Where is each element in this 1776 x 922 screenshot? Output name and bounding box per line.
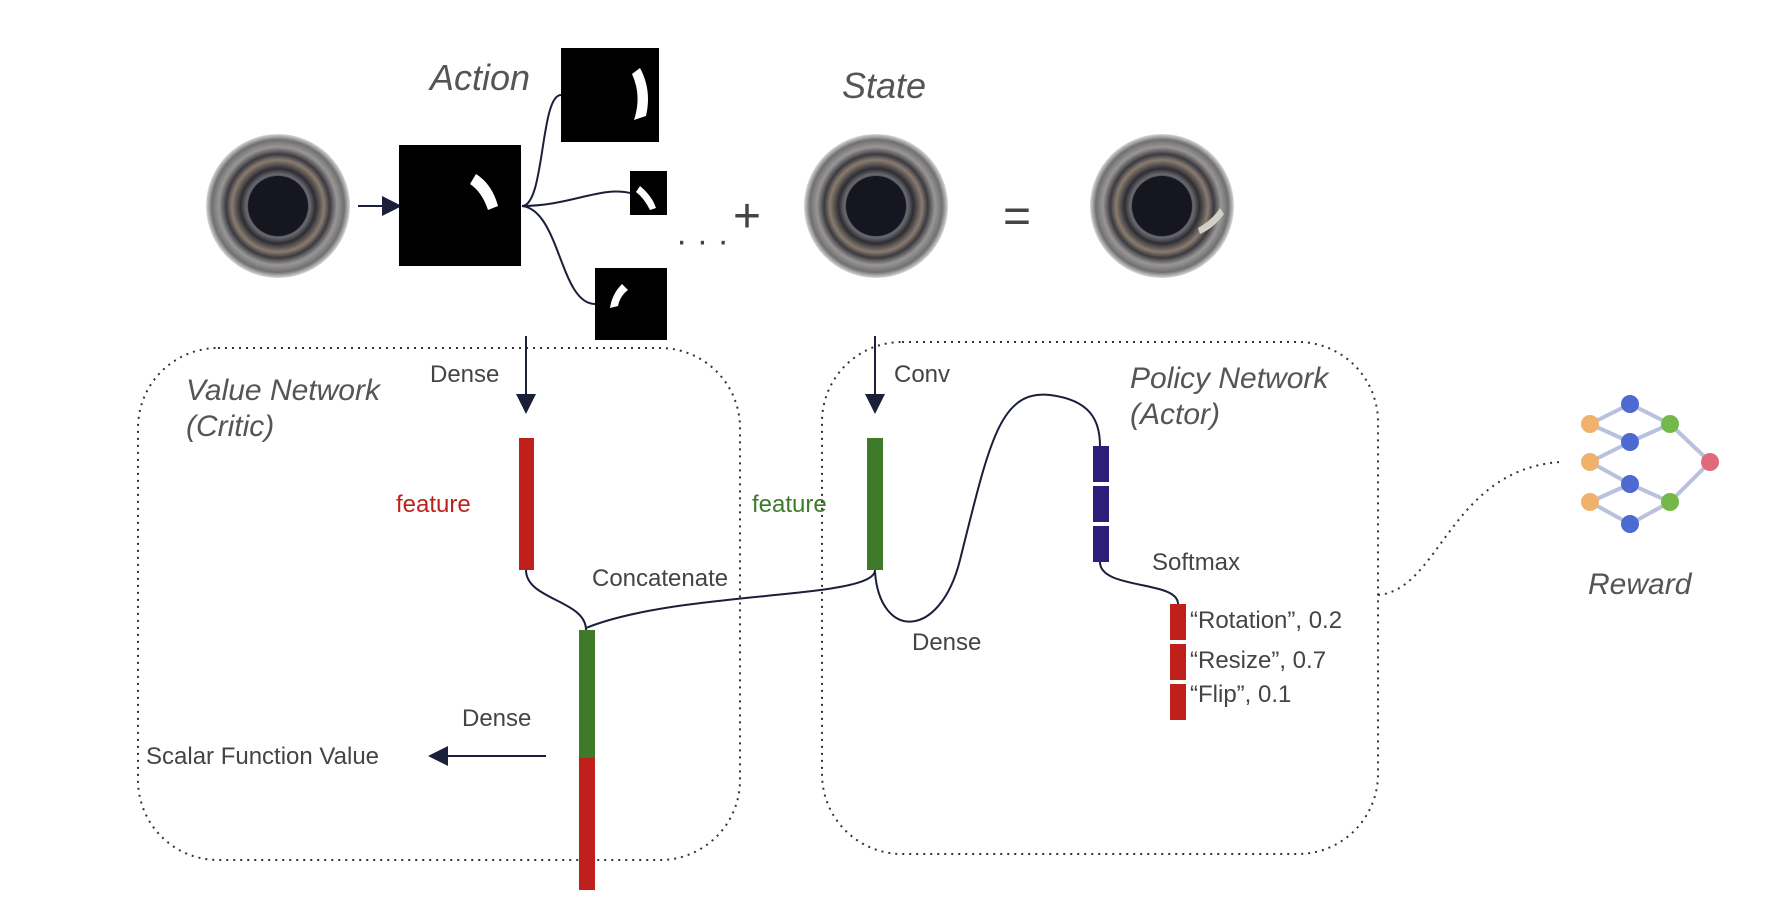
binary-mask-icon xyxy=(630,171,667,215)
output-label-rotation: “Rotation”, 0.2 xyxy=(1190,607,1342,634)
reward-label: Reward xyxy=(1588,568,1693,601)
output-bar-flip xyxy=(1170,684,1186,720)
policy-output-probabilities: “Rotation”, 0.2 “Resize”, 0.7 “Flip”, 0.… xyxy=(1170,604,1342,720)
state-feature-bar xyxy=(867,438,883,570)
output-bar-resize xyxy=(1170,644,1186,680)
plus-sign: + xyxy=(733,190,761,243)
main-defect-mask xyxy=(399,145,521,266)
binary-mask-icon xyxy=(399,145,521,266)
policy-dense-curve xyxy=(874,393,1101,623)
binary-mask-icon xyxy=(595,268,667,340)
softmax-line xyxy=(1099,561,1179,605)
conv-label: Conv xyxy=(894,361,950,388)
equals-sign: = xyxy=(1003,190,1031,243)
reward-connector xyxy=(1377,461,1561,596)
value-network-subtitle: (Critic) xyxy=(186,410,274,443)
scalar-function-value-label: Scalar Function Value xyxy=(146,743,379,770)
concat-vector-red xyxy=(579,758,595,890)
branch-line-flipped xyxy=(521,205,596,305)
mask-variant-small xyxy=(630,171,667,215)
state-bottle-image xyxy=(804,134,948,278)
input-bottle-image xyxy=(206,134,350,278)
ellipsis: · · · xyxy=(676,222,729,260)
value-network-box xyxy=(137,347,741,861)
action-title: Action xyxy=(428,57,530,98)
policy-hidden-layer xyxy=(1093,446,1109,562)
state-title: State xyxy=(842,65,926,106)
state-feature-label: feature xyxy=(752,491,827,518)
output-label-flip: “Flip”, 0.1 xyxy=(1190,681,1291,708)
branch-line-large xyxy=(521,94,562,207)
concatenate-label: Concatenate xyxy=(592,565,728,592)
concat-line-left xyxy=(525,569,587,631)
policy-network-subtitle: (Actor) xyxy=(1130,398,1220,431)
concat-line-right xyxy=(585,569,876,629)
neural-network-icon xyxy=(1581,395,1719,533)
value-output-dense-label: Dense xyxy=(462,705,531,732)
value-network-title: Value Network xyxy=(186,374,382,407)
mask-variant-large xyxy=(561,48,659,142)
softmax-label: Softmax xyxy=(1152,549,1240,576)
policy-dense-label: Dense xyxy=(912,629,981,656)
branch-line-small xyxy=(521,190,631,207)
augmented-bottle-image xyxy=(1090,134,1234,278)
output-label-resize: “Resize”, 0.7 xyxy=(1190,647,1326,674)
concat-vector-green xyxy=(579,630,595,758)
mask-variant-flipped xyxy=(595,268,667,340)
policy-network-box xyxy=(821,341,1379,855)
action-feature-bar xyxy=(519,438,534,570)
policy-network-title: Policy Network xyxy=(1130,362,1330,395)
action-feature-label: feature xyxy=(396,491,471,518)
value-dense-label: Dense xyxy=(430,361,499,388)
output-bar-rotation xyxy=(1170,604,1186,640)
